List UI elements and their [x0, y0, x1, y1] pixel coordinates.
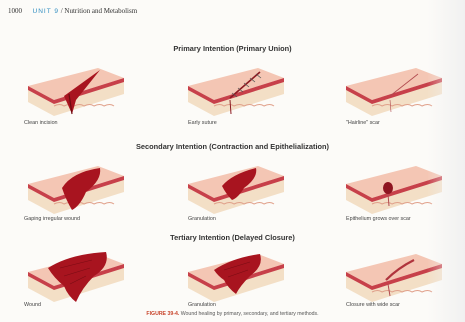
figure-label: FIGURE 39-4.: [146, 311, 179, 317]
caption-hairline-scar: "Hairline" scar: [346, 120, 380, 126]
section-title-primary: Primary Intention (Primary Union): [0, 44, 465, 53]
skin-illustration: [20, 158, 130, 216]
caption-wound: Wound: [24, 302, 41, 308]
caption-epithelium: Epithelium grows over scar: [346, 216, 411, 222]
page-edge-shadow: [427, 0, 465, 322]
panel-deep-wound: [20, 246, 130, 304]
caption-early-suture: Early suture: [188, 120, 217, 126]
caption-gaping-wound: Gaping irregular wound: [24, 216, 80, 222]
header-separator: /: [61, 7, 63, 15]
skin-illustration: [184, 246, 294, 304]
page-number: 1000: [8, 7, 22, 15]
caption-wide-scar: Closure with wide scar: [346, 302, 400, 308]
caption-deep-granulation: Granulation: [188, 302, 216, 308]
panel-deep-granulation: [184, 246, 294, 304]
unit-title: Nutrition and Metabolism: [64, 7, 137, 15]
panel-clean-incision: [20, 60, 130, 118]
panel-early-suture: [184, 60, 294, 118]
panel-gaping-wound: [20, 158, 130, 216]
panel-granulation: [184, 158, 294, 216]
page-header: 1000 UNIT 9 / Nutrition and Metabolism: [8, 7, 137, 15]
skin-illustration: [184, 158, 294, 216]
section-title-secondary: Secondary Intention (Contraction and Epi…: [0, 142, 465, 151]
skin-illustration: [20, 246, 130, 304]
unit-label: UNIT 9: [33, 8, 59, 15]
section-title-tertiary: Tertiary Intention (Delayed Closure): [0, 233, 465, 242]
figure-caption-text: Wound healing by primary, secondary, and…: [181, 311, 319, 317]
figure-caption: FIGURE 39-4. Wound healing by primary, s…: [0, 311, 465, 317]
caption-clean-incision: Clean incision: [24, 120, 58, 126]
skin-illustration: [20, 60, 130, 118]
caption-granulation: Granulation: [188, 216, 216, 222]
skin-illustration: [184, 60, 294, 118]
